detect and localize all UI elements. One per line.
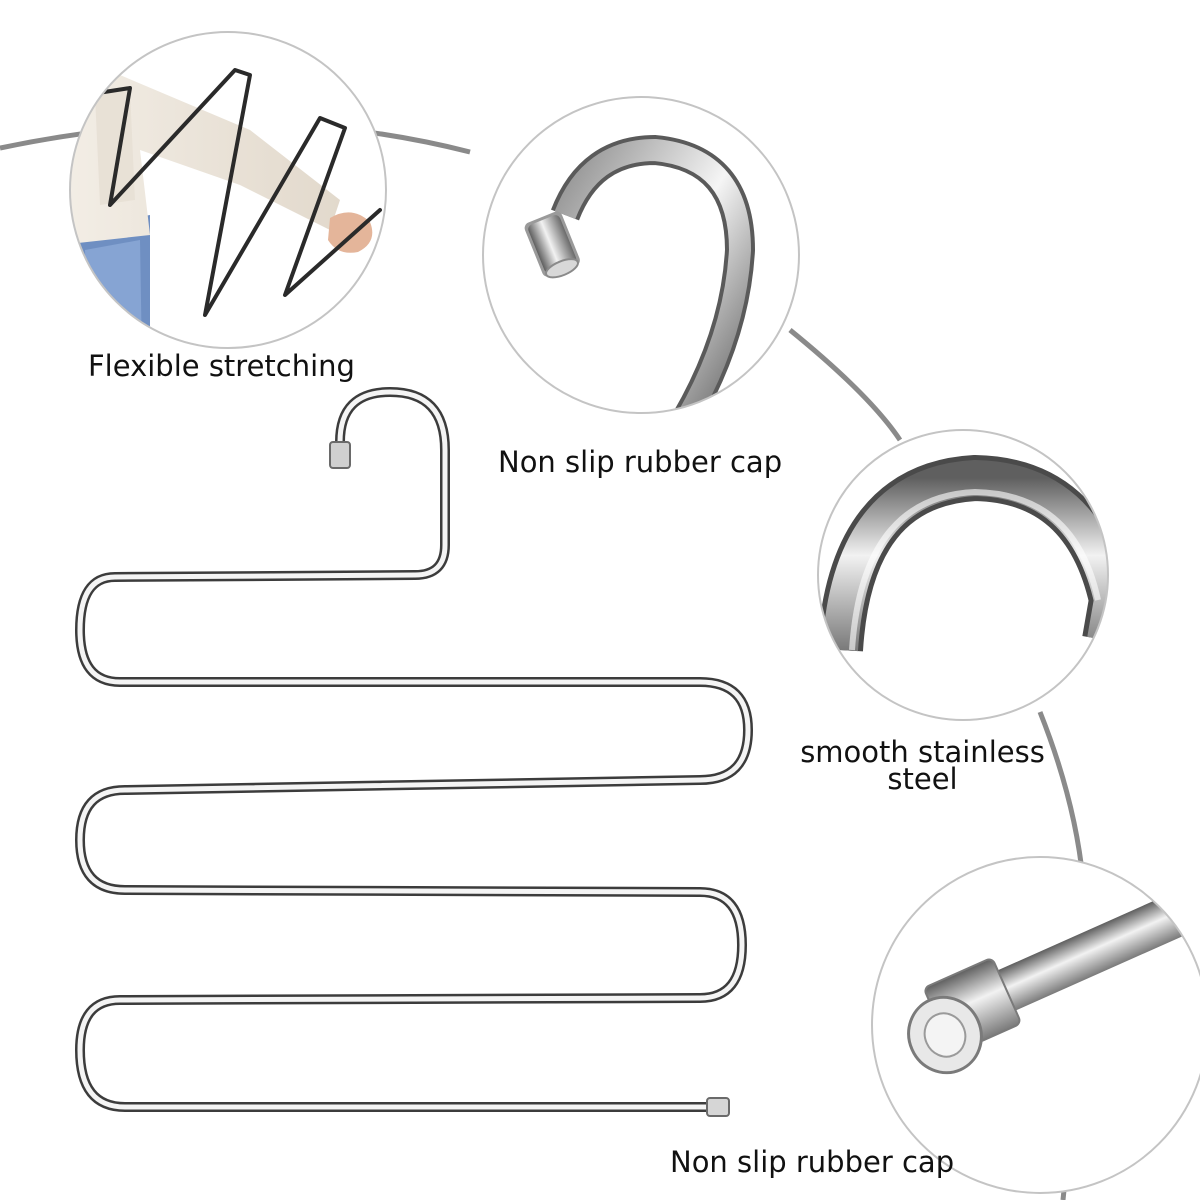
steel-caption-line2: steel bbox=[887, 762, 958, 796]
hook-cap-detail-circle bbox=[482, 96, 800, 414]
stretch-detail-circle bbox=[69, 31, 387, 349]
steel-bend-detail-circle bbox=[817, 429, 1109, 721]
hanger-top-cap bbox=[329, 441, 351, 469]
bottom-cap-caption: Non slip rubber cap bbox=[670, 1145, 955, 1179]
stretch-caption: Flexible stretching bbox=[88, 349, 355, 383]
top-cap-caption: Non slip rubber cap bbox=[498, 445, 783, 479]
end-cap-detail-circle bbox=[871, 856, 1200, 1194]
steel-caption-line1: smooth stainless bbox=[800, 735, 1045, 769]
s-hanger bbox=[75, 387, 753, 1117]
hanger-wire-highlight bbox=[77, 389, 751, 1110]
hanger-end-cap bbox=[706, 1097, 730, 1117]
